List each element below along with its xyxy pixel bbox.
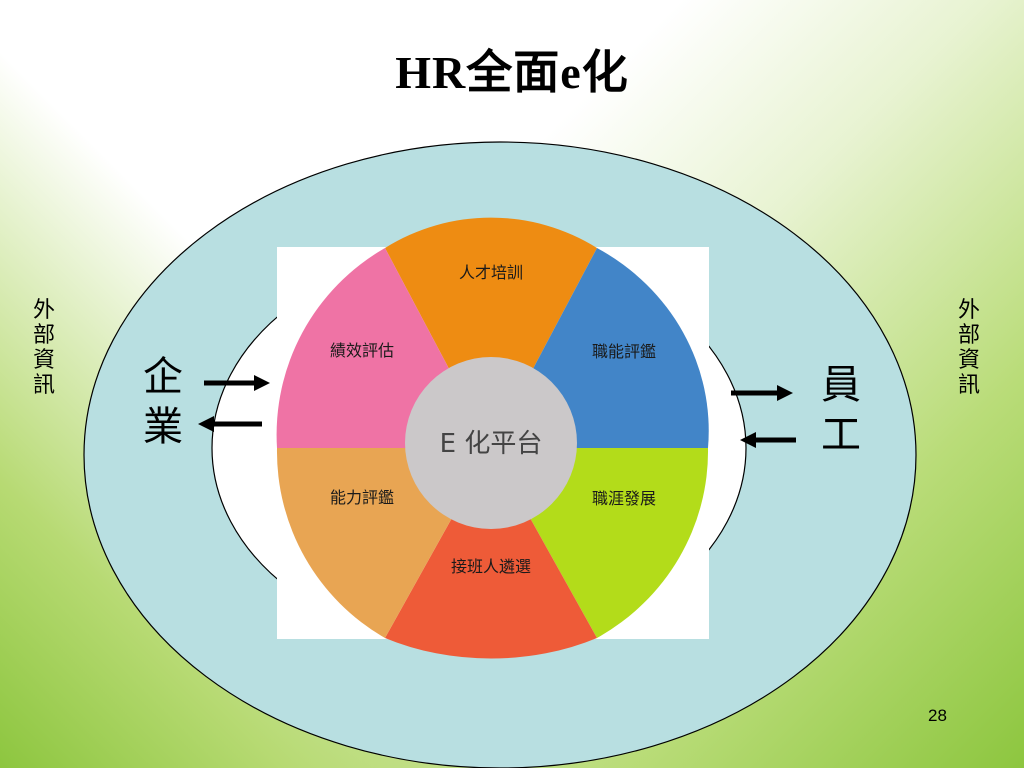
- employee-label: 員工: [821, 362, 861, 458]
- enterprise-label: 企業: [143, 354, 183, 450]
- segment-label: 職能評鑑: [592, 342, 656, 361]
- segment-label: 職涯發展: [592, 489, 656, 508]
- external-info-label-right: 外部資訊: [957, 298, 980, 398]
- segment-talent-training: [385, 217, 597, 448]
- arrow-left-icon: [740, 432, 796, 448]
- external-info-label-left: 外部資訊: [32, 298, 55, 398]
- arrow-right-icon: [204, 375, 270, 391]
- segment-label: 績效評估: [330, 341, 394, 360]
- segment-label: 接班人遴選: [451, 557, 531, 576]
- segment-label: 人才培訓: [459, 263, 523, 282]
- arrow-left-icon: [198, 416, 262, 432]
- segment-label: 能力評鑑: [330, 488, 394, 507]
- center-label: E 化平台: [440, 429, 543, 459]
- page-number: 28: [928, 706, 947, 725]
- arrow-right-icon: [731, 385, 793, 401]
- slide-title: HR全面e化: [395, 47, 629, 98]
- segment-succession-selection: [385, 448, 597, 659]
- center-circle: [405, 357, 577, 529]
